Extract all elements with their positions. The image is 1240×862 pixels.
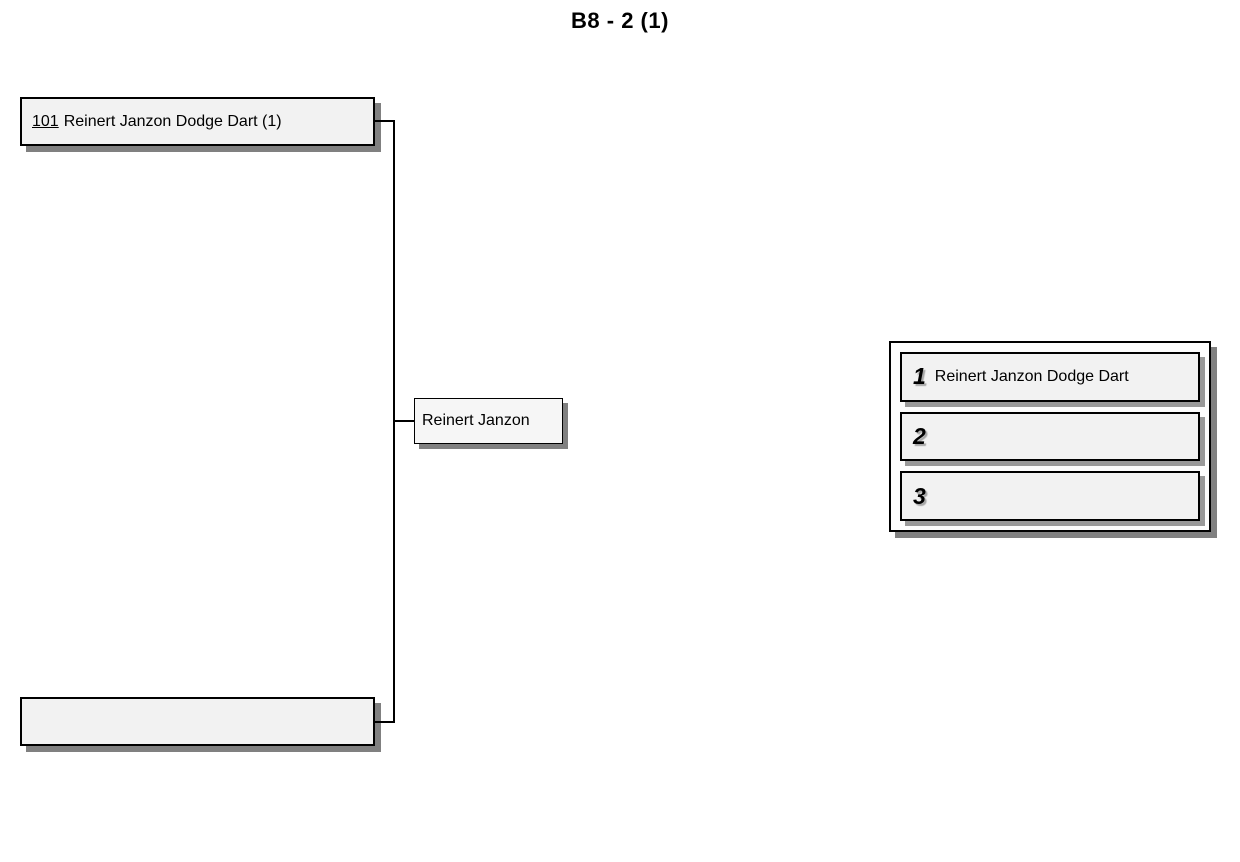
connector-line-top xyxy=(375,120,395,122)
result-place-number: 1 xyxy=(913,363,926,390)
results-panel: 1 Reinert Janzon Dodge Dart 2 3 xyxy=(889,341,1211,532)
result-competitor-name: Reinert Janzon Dodge Dart xyxy=(934,367,1129,385)
winner-box: Reinert Janzon xyxy=(414,398,563,444)
connector-line-bottom xyxy=(375,721,395,723)
result-place-number: 3 xyxy=(913,482,926,509)
result-row-place-2: 2 xyxy=(900,411,1200,462)
connector-line-vertical xyxy=(393,120,395,723)
competitor-number: 101 xyxy=(32,112,59,130)
result-place-number: 2 xyxy=(913,423,926,449)
result-row-place-1: 1 Reinert Janzon Dodge Dart xyxy=(900,352,1200,402)
connector-line-middle xyxy=(395,420,415,422)
page-title: B8 - 2 (1) xyxy=(571,8,669,33)
winner-name: Reinert Janzon xyxy=(422,412,530,429)
result-row-place-3: 3 xyxy=(900,471,1200,522)
bracket-slot-top: 101 Reinert Janzon Dodge Dart (1) xyxy=(20,97,375,146)
competitor-name: Reinert Janzon Dodge Dart (1) xyxy=(63,112,282,130)
bracket-slot-bottom xyxy=(20,697,375,746)
